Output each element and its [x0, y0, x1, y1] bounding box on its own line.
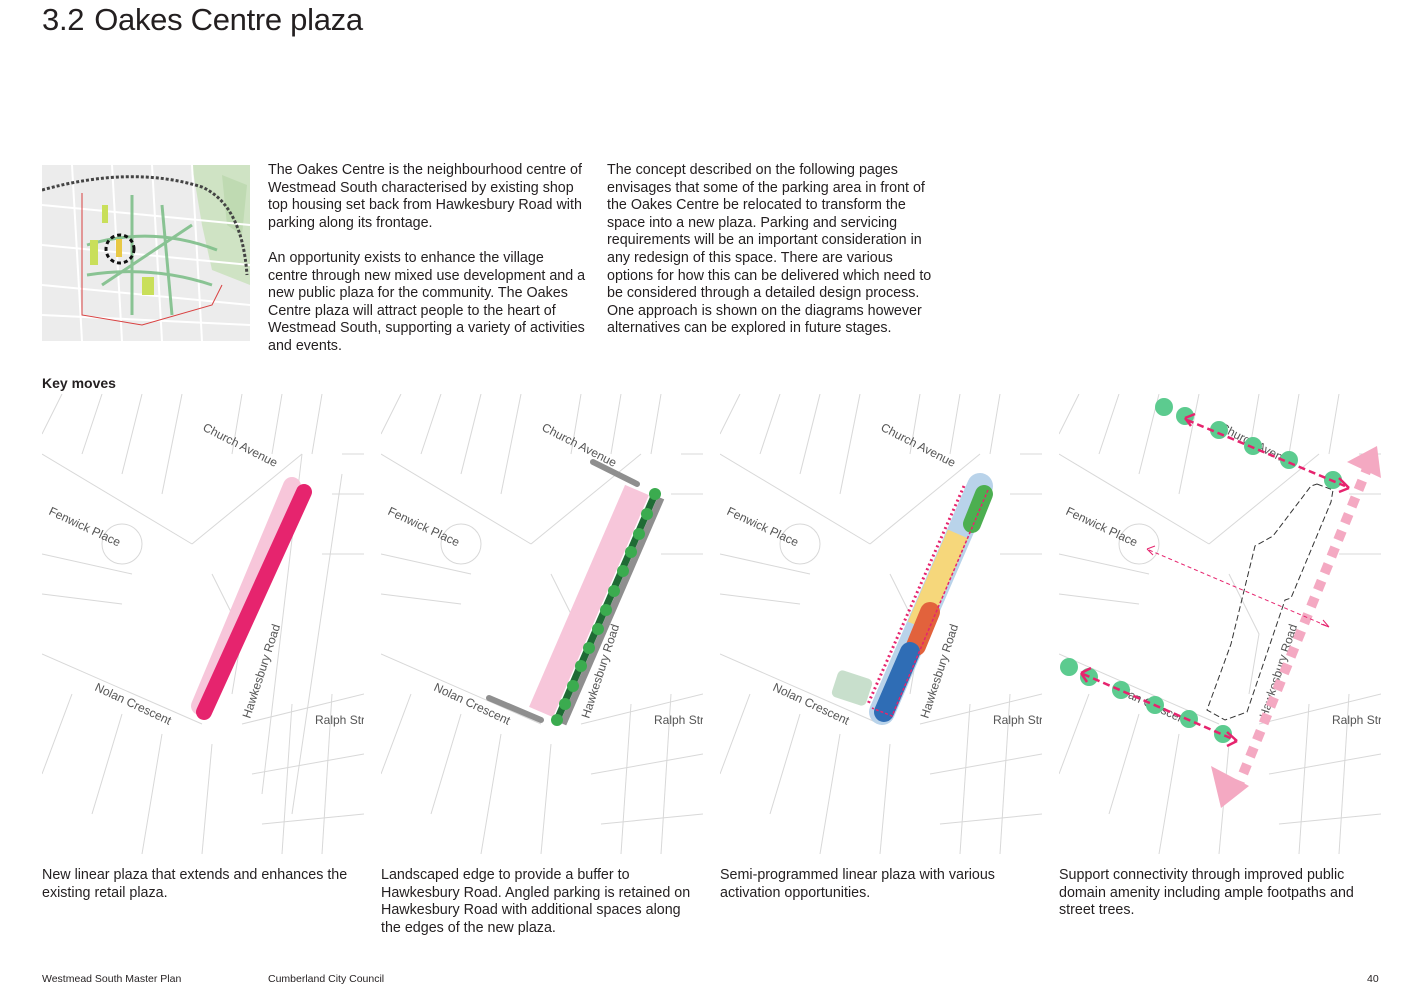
footer-organisation: Cumberland City Council	[268, 973, 385, 985]
plaza-outline	[871, 489, 989, 717]
angled-parking-edge	[590, 459, 640, 487]
street-label: Church Avenue	[540, 420, 620, 470]
nolan-footpath-link	[1082, 672, 1236, 742]
key-move-panel-3: Church Avenue Fenwick Place Nolan Cresce…	[720, 394, 1042, 854]
intro-column-2: The concept described on the following p…	[607, 162, 935, 356]
street-label: Church Avenue	[201, 420, 281, 470]
nolan-arrow-heads	[1079, 666, 1238, 748]
plaza-zone-orange	[906, 602, 940, 656]
street-label: Ralph Str	[1332, 713, 1381, 727]
footer-page-number: 40	[1367, 973, 1379, 985]
crossing-link	[1148, 549, 1328, 627]
key-move-panel-1: Church Avenue Fenwick Place Nolan Cresce…	[42, 394, 364, 854]
arrow-head-south	[1211, 766, 1249, 808]
plaza-area	[529, 484, 649, 718]
intro-column-1: The Oakes Centre is the neighbourhood ce…	[268, 162, 586, 373]
church-arrow-heads	[1184, 412, 1350, 494]
plaza-boundary	[1206, 483, 1334, 721]
tree-row	[551, 488, 661, 726]
street-trees-nolan	[1060, 658, 1232, 743]
page-title: 3.2 Oakes Centre plaza	[42, 2, 363, 38]
intro-paragraph: The concept described on the following p…	[607, 162, 932, 337]
street-label: Church Avenue	[879, 420, 959, 470]
panel-caption-4: Support connectivity through improved pu…	[1059, 867, 1354, 919]
new-linear-plaza	[196, 484, 312, 720]
key-moves-heading: Key moves	[42, 375, 116, 391]
key-move-panel-2: Church Avenue Fenwick Place Nolan Cresce…	[381, 394, 703, 854]
street-label: Ralph Str	[315, 713, 364, 727]
street-label: Ralph Str	[654, 713, 703, 727]
green-pocket	[831, 670, 873, 706]
panel-caption-3: Semi-programmed linear plaza with variou…	[720, 867, 995, 901]
street-label: Ralph Str	[993, 713, 1042, 727]
arrow-head-north	[1347, 446, 1381, 478]
intro-paragraph: An opportunity exists to enhance the vil…	[268, 249, 586, 354]
plaza-zone-blue	[874, 642, 920, 722]
church-footpath-link	[1186, 418, 1346, 488]
section-title: Oakes Centre plaza	[94, 2, 363, 37]
footer-document-title: Westmead South Master Plan	[42, 973, 182, 985]
key-move-panel-4: Church Avenue Fenwick Place Nolan Cresce…	[1059, 394, 1381, 854]
footpath-connection	[1234, 462, 1374, 786]
plaza-zone-green	[963, 485, 993, 533]
angled-parking-edge	[486, 695, 544, 723]
panel-caption-1: New linear plaza that extends and enhanc…	[42, 867, 348, 901]
section-number: 3.2	[42, 2, 85, 37]
activation-edge	[866, 485, 966, 705]
intro-paragraph: The Oakes Centre is the neighbourhood ce…	[268, 162, 582, 231]
crossing-arrow-heads	[1146, 545, 1330, 628]
panel-caption-2: Landscaped edge to provide a buffer to H…	[381, 867, 691, 936]
street-label: Nolan Crescent	[93, 680, 174, 728]
location-map	[41, 164, 251, 342]
